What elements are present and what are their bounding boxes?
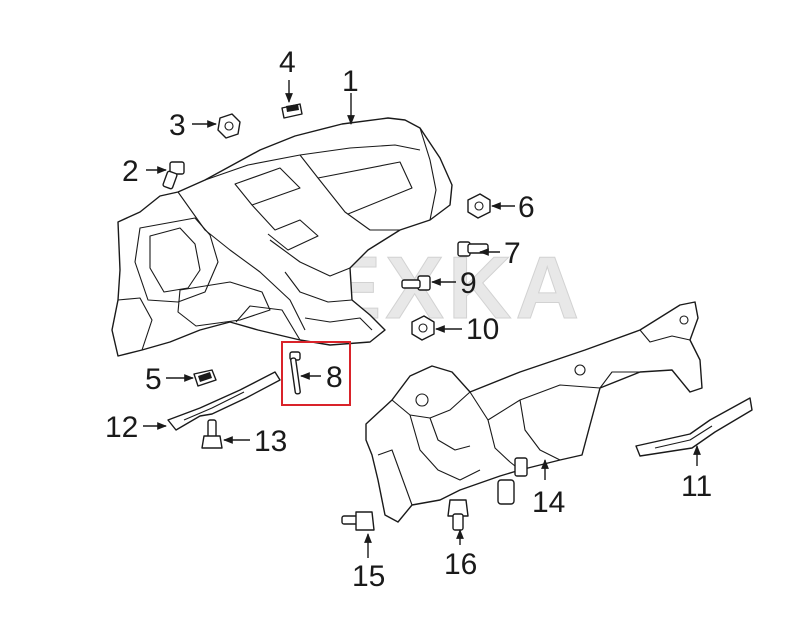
callout-6: 6: [518, 191, 535, 224]
nut-10: [411, 315, 435, 341]
callout-2: 2: [122, 155, 139, 188]
cross-car-beam: [365, 301, 703, 523]
callout-4: 4: [279, 46, 296, 79]
bolt-15: [341, 511, 375, 531]
callout-12: 12: [105, 411, 138, 444]
reinforcement-bar-12: [167, 371, 281, 431]
nut-3: [217, 113, 241, 139]
bolt-9: [401, 275, 431, 291]
callout-13: 13: [254, 425, 287, 458]
callout-labels: 1 2 3 4 5 6 7 8 9 10 11 12 13 14 15 16: [105, 46, 712, 593]
callout-10: 10: [466, 313, 499, 346]
reinforcement-bar-11: [635, 397, 753, 457]
callout-16: 16: [444, 548, 477, 581]
callout-5: 5: [145, 363, 162, 396]
bolt-16: [447, 499, 469, 531]
callout-8: 8: [326, 361, 343, 394]
leader-lines: [143, 80, 701, 558]
bolt-2: [162, 161, 185, 190]
callout-9: 9: [460, 267, 477, 300]
clip-4: [281, 103, 303, 119]
callout-15: 15: [352, 560, 385, 593]
nut-6: [467, 193, 491, 219]
callout-1: 1: [342, 65, 359, 98]
clip-5: [193, 369, 217, 387]
bolt-13: [201, 419, 223, 449]
callout-11: 11: [681, 470, 712, 503]
callout-7: 7: [504, 237, 521, 270]
stud-8: [289, 351, 301, 395]
highlight-box: [281, 341, 351, 406]
instrument-panel: [111, 117, 453, 357]
callout-3: 3: [169, 109, 186, 142]
callout-14: 14: [532, 486, 565, 519]
